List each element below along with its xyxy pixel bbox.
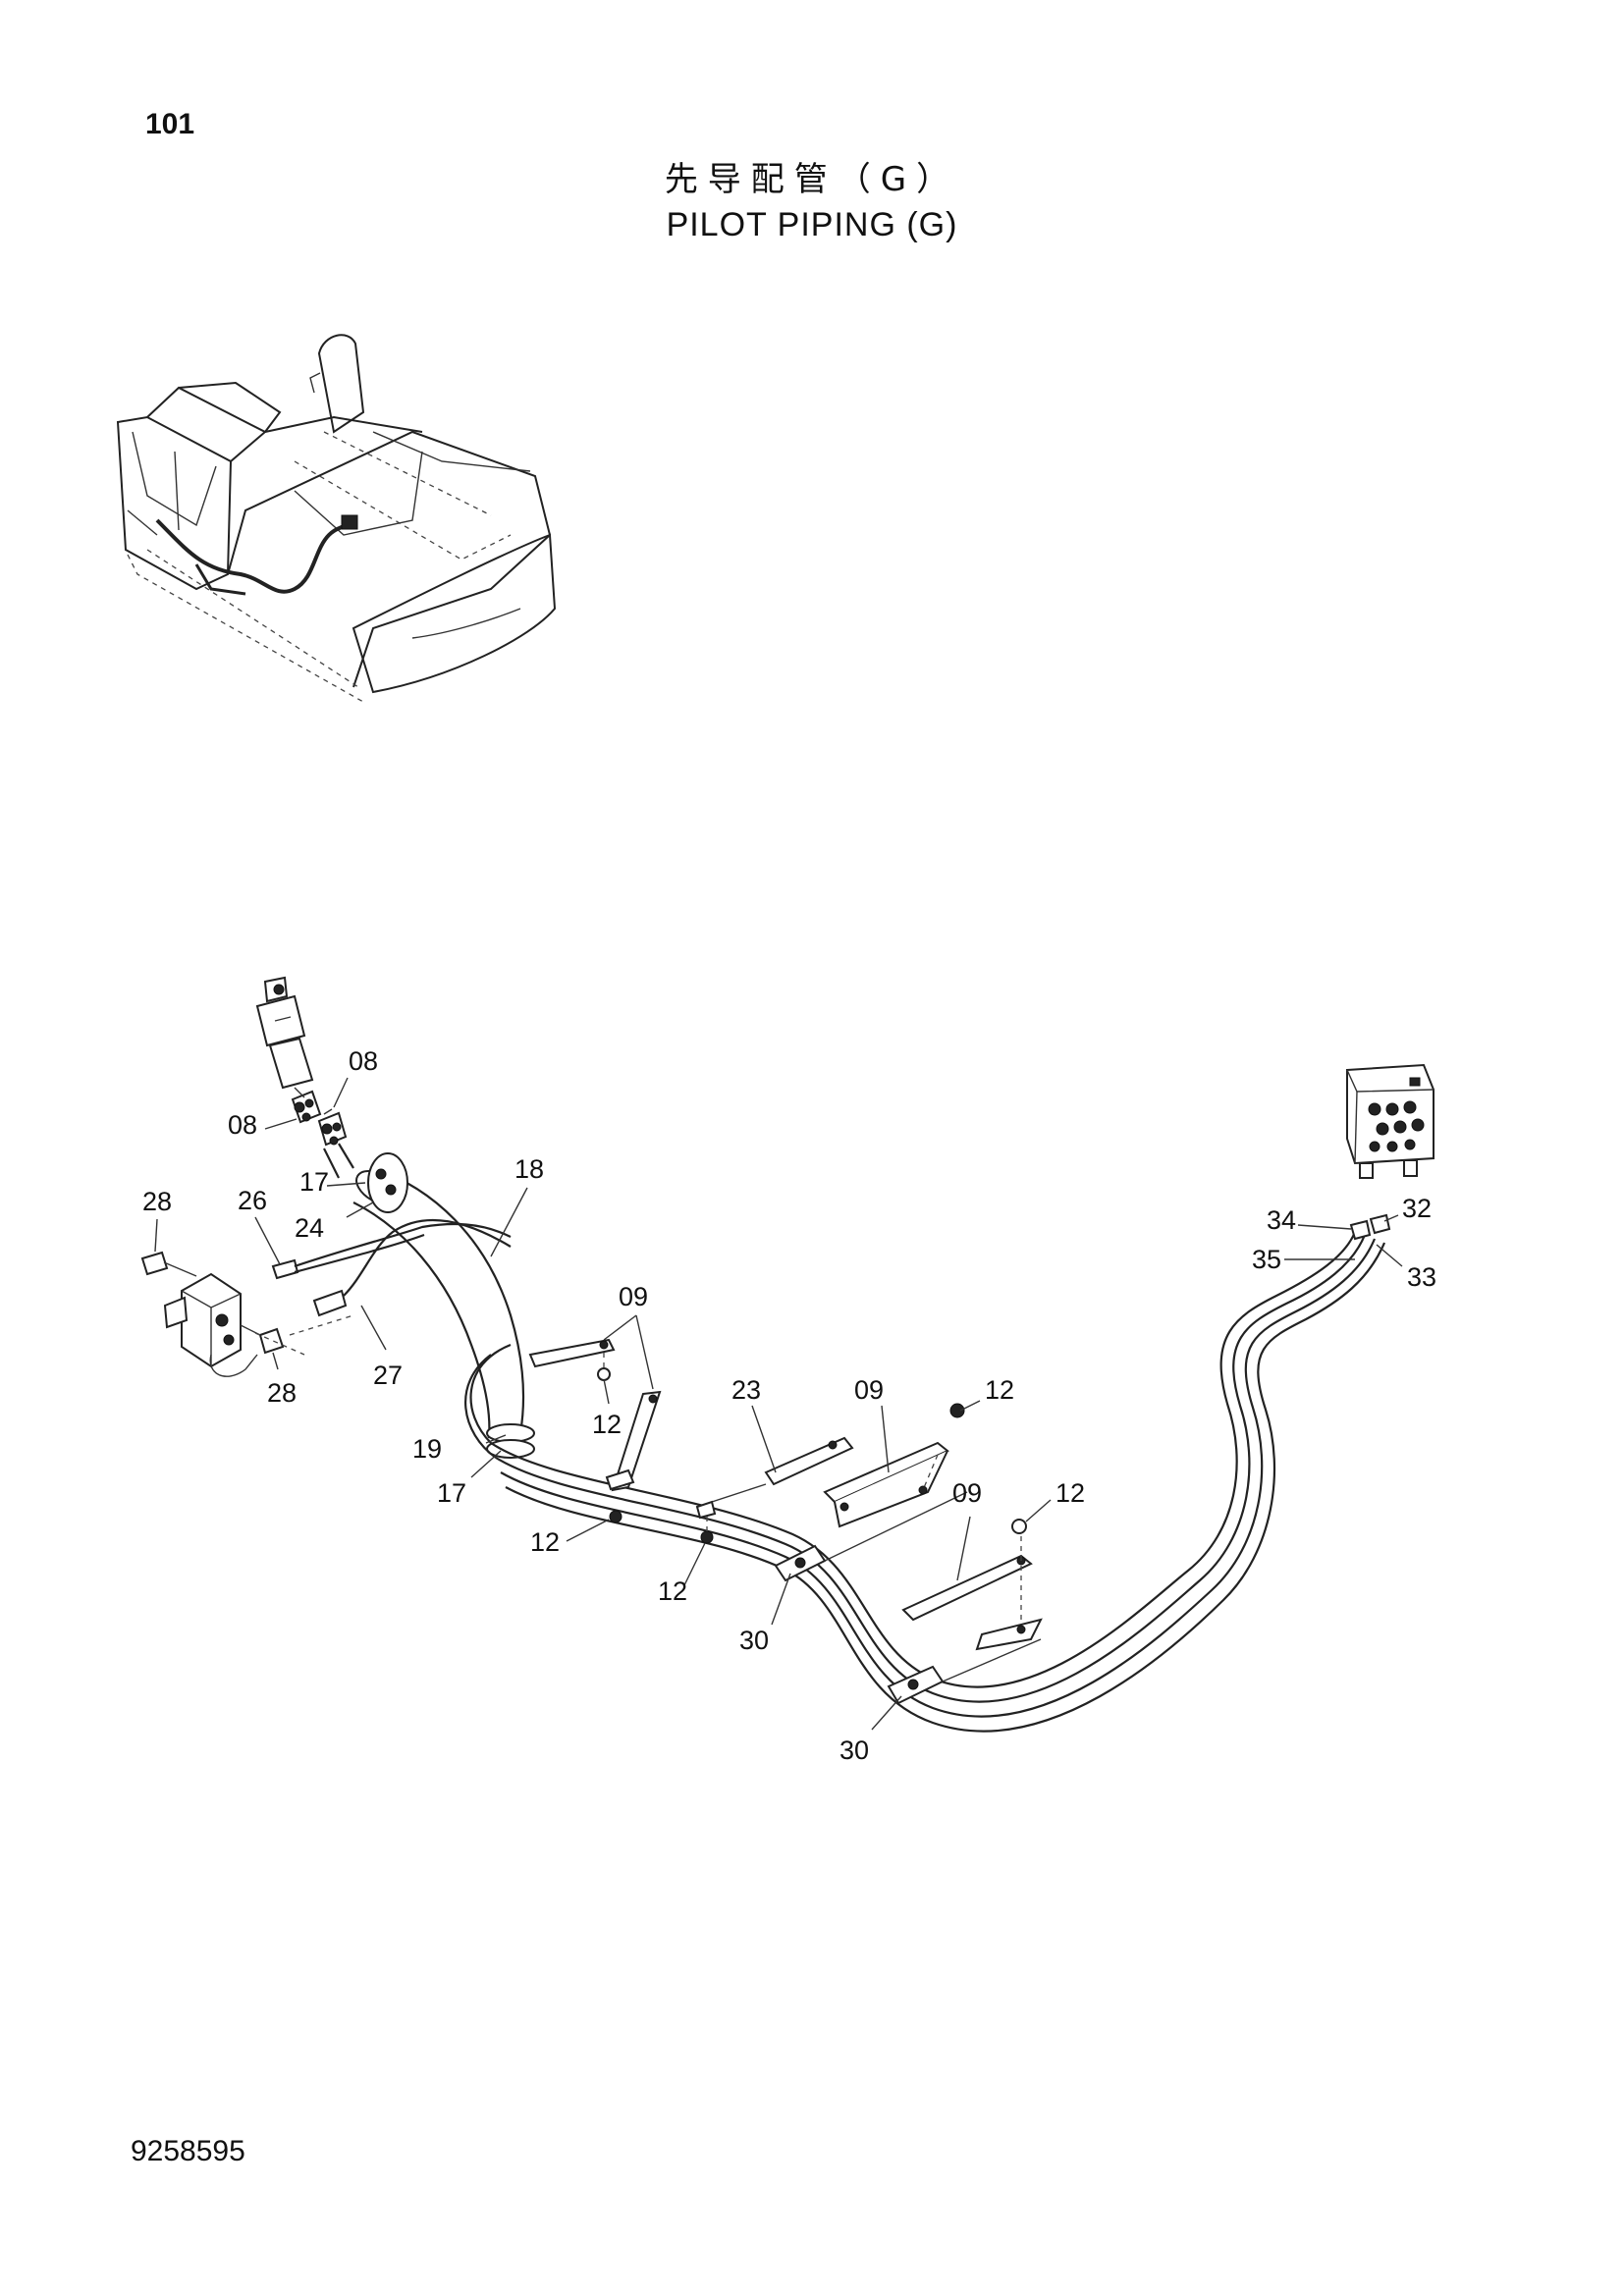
callout-33: 33 [1407,1262,1436,1292]
callout-23: 23 [731,1375,761,1405]
callout-26: 26 [238,1186,267,1215]
solenoid-valve-block [140,1218,512,1377]
page-number: 101 [145,108,195,140]
machine-overview-illustration [116,334,557,703]
document-number: 9258595 [131,2135,245,2167]
callout-17-lower: 17 [437,1478,466,1508]
callout-28-lower: 28 [267,1378,297,1408]
callout-12-upper-right: 12 [985,1375,1014,1405]
title-chinese: 先导配管（G） [664,160,960,199]
callout-12-right: 12 [1056,1478,1085,1508]
title-block: 先导配管（G） PILOT PIPING (G) [0,152,1624,244]
title-english: PILOT PIPING (G) [666,206,958,243]
callout-09-lower: 09 [952,1478,982,1508]
callout-12-left: 12 [530,1527,560,1557]
main-hose-bundle-18 [323,1143,535,1459]
pilot-valve-part [255,976,314,1090]
fittings-08 [291,1087,348,1147]
callout-28-upper: 28 [142,1187,172,1216]
callout-08-left: 08 [228,1110,257,1140]
callout-34: 34 [1267,1205,1296,1235]
callout-27: 27 [373,1361,403,1390]
bracket-parts [528,1338,1043,1705]
callout-17-upper: 17 [299,1167,329,1197]
callout-09-center: 09 [854,1375,884,1405]
callout-19: 19 [412,1434,442,1464]
control-valve-part [1346,1063,1435,1241]
callout-09-upper-left: 09 [619,1282,648,1311]
callout-32: 32 [1402,1194,1432,1223]
callout-35: 35 [1252,1245,1281,1274]
callout-08-upper: 08 [349,1046,378,1076]
callout-12-lower-center: 12 [658,1576,687,1606]
callout-18: 18 [514,1154,544,1184]
pilot-hose-bundle [464,1231,1386,1733]
callout-12-upper-left: 12 [592,1410,622,1439]
callout-30-lower: 30 [839,1735,869,1765]
leader-lines [154,1077,1403,1731]
callout-30-upper: 30 [739,1626,769,1655]
callout-24: 24 [295,1213,324,1243]
